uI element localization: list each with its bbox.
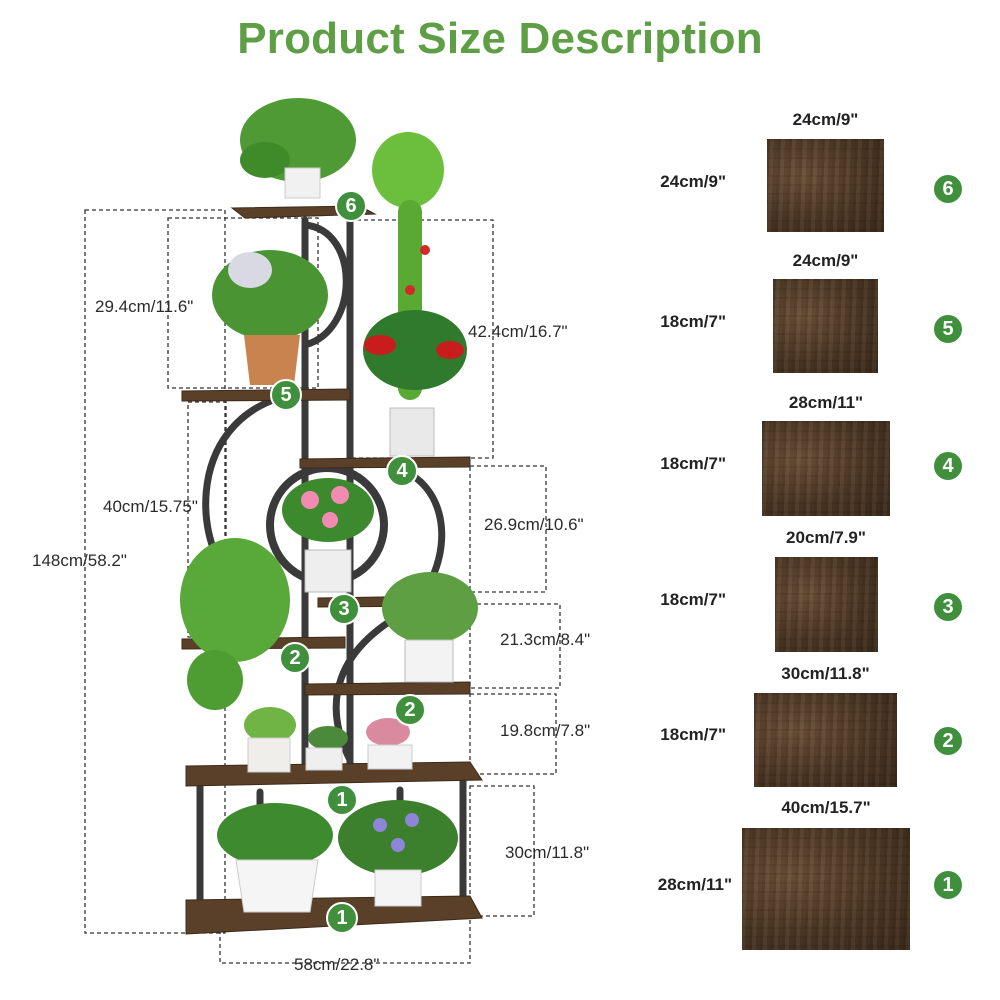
tier2-1-guide: [469, 693, 557, 775]
plant-anthurium: [363, 310, 467, 457]
top-section-height-label: 29.4cm/11.6": [95, 297, 194, 316]
shelf-3-badge: 3: [932, 591, 964, 623]
shelf-3-width: 20cm/7.9": [786, 528, 866, 547]
shelf-2-right: [304, 681, 471, 696]
bottom-height-label: 30cm/11.8": [505, 843, 590, 862]
shelf-3-swatch: [775, 557, 878, 652]
tier4-to-3-height-label: 26.9cm/10.6": [484, 515, 584, 534]
plant-small-tier1: [244, 707, 413, 773]
tier2-to-1-height-label: 19.8cm/7.8": [500, 721, 591, 740]
tier5-to-4-height-label: 42.4cm/16.7": [468, 322, 568, 341]
stand-badge-5: 5: [270, 379, 302, 411]
shelf-4: [299, 456, 471, 469]
shelf-5-width: 24cm/9": [792, 251, 859, 270]
plant-bottom-right: [338, 800, 458, 907]
shelf-2-swatch: [754, 693, 897, 787]
tier3-2-guide: [469, 603, 561, 689]
shelf-1-width: 40cm/15.7": [781, 798, 871, 817]
stand-badge-2-left: 2: [279, 642, 311, 674]
stand-badge-6: 6: [335, 190, 367, 222]
shelf-2-depth: 18cm/7": [660, 725, 726, 744]
shelf-6-depth: 24cm/9": [660, 172, 726, 191]
shelf-4-swatch: [762, 421, 890, 516]
stand-badge-1-top: 1: [326, 784, 358, 816]
plant-grass: [382, 572, 478, 683]
shelf-6-badge: 6: [932, 173, 964, 205]
page-title: Product Size Description: [237, 14, 763, 63]
shelf-1-badge: 1: [932, 869, 964, 901]
shelf-4-depth: 18cm/7": [660, 454, 726, 473]
shelf-3-depth: 18cm/7": [660, 590, 726, 609]
stand-badge-1-bottom: 1: [326, 902, 358, 934]
shelf-5-swatch: [773, 279, 878, 373]
shelf-1-swatch: [742, 828, 910, 950]
plants: [180, 98, 478, 913]
plant-tier5-pot: [212, 250, 328, 385]
stand-badge-2-right: 2: [394, 694, 426, 726]
shelf-4-width: 28cm/11": [788, 393, 864, 412]
base-width-guide: [219, 917, 471, 964]
total-height-guide: [84, 209, 226, 934]
total-height-label: 148cm/58.2": [32, 551, 127, 570]
shelf-4-badge: 4: [932, 450, 964, 482]
shelf-2-width: 30cm/11.8": [781, 664, 870, 683]
plant-pothos-left: [180, 538, 290, 710]
stand-badge-3: 3: [328, 593, 360, 625]
shelf-5: [181, 388, 351, 402]
shelf-5-badge: 5: [932, 313, 964, 345]
tier3-to-2-height-label: 21.3cm/8.4": [500, 630, 591, 649]
plant-flowers-ring: [282, 478, 374, 593]
tier5-3-guide: [187, 401, 227, 638]
stand-badge-4: 4: [386, 455, 418, 487]
shelf-6-width: 24cm/9": [792, 110, 859, 129]
plant-top-left: [240, 98, 356, 199]
tier5-to-3-height-label: 40cm/15.75": [103, 497, 198, 516]
shelf-5-depth: 18cm/7": [660, 312, 726, 331]
shelf-1-depth: 28cm/11": [657, 875, 732, 894]
plant-bottom-left: [217, 803, 333, 913]
tier4-3-guide: [469, 465, 547, 593]
shelf-6-swatch: [767, 139, 884, 232]
base-width-label: 58cm/22.8": [294, 955, 380, 974]
shelf-2-badge: 2: [932, 725, 964, 757]
bottom-guide: [469, 785, 535, 917]
